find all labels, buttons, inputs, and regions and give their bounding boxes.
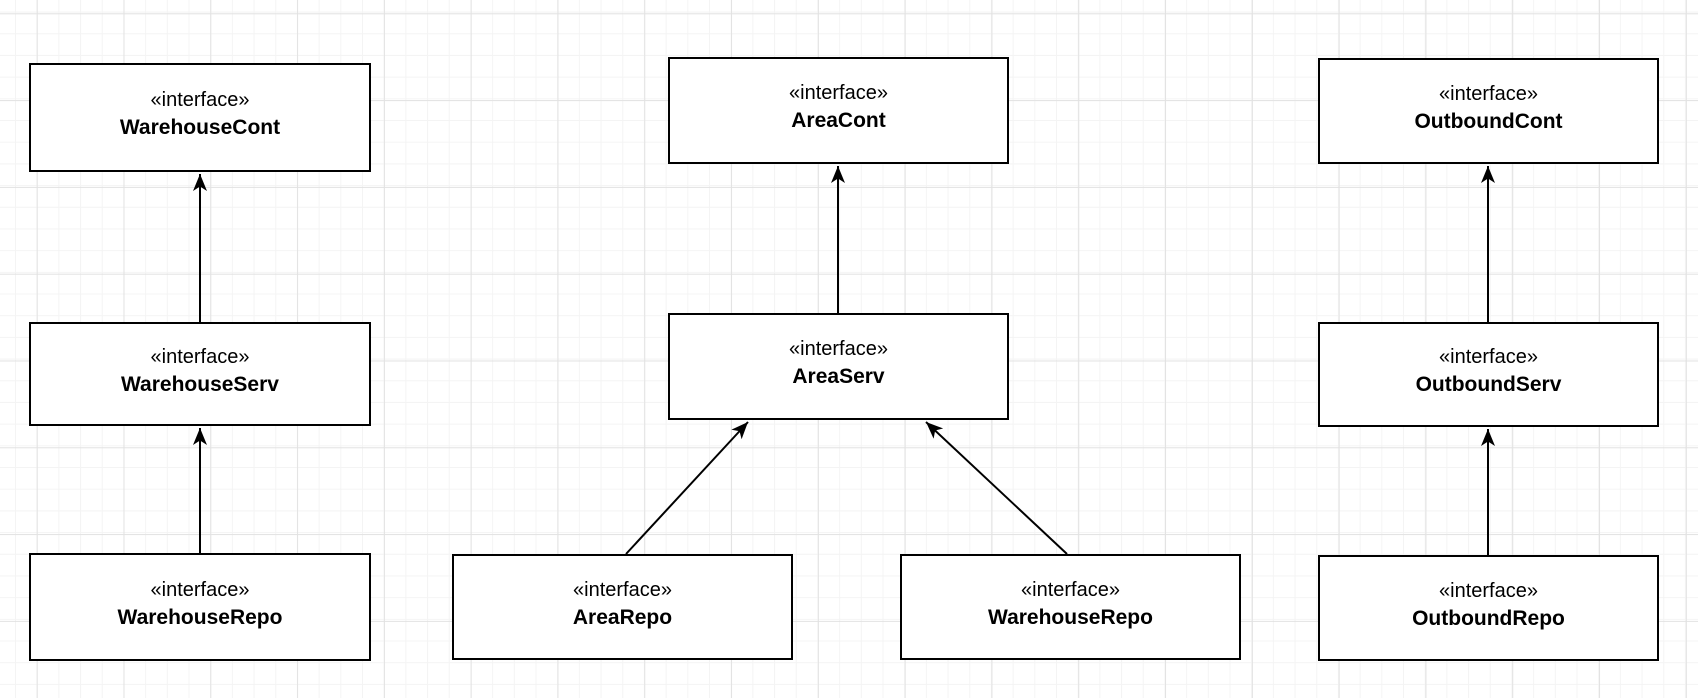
node-name: OutboundServ bbox=[1415, 373, 1562, 396]
node-name: OutboundRepo bbox=[1412, 606, 1565, 630]
node-area-repo[interactable]: «interface» AreaRepo bbox=[452, 554, 793, 660]
node-outbound-serv[interactable]: «interface» OutboundServ bbox=[1318, 322, 1659, 427]
node-name: AreaServ bbox=[792, 365, 885, 388]
node-stereotype: «interface» bbox=[1439, 346, 1538, 368]
node-outbound-repo[interactable]: «interface» OutboundRepo bbox=[1318, 555, 1659, 661]
node-name: AreaRepo bbox=[572, 605, 673, 629]
edge-warehouse-repo-2-to-area-serv[interactable] bbox=[925, 421, 1068, 555]
node-name: AreaCont bbox=[791, 109, 886, 132]
node-stereotype: «interface» bbox=[789, 338, 888, 360]
node-warehouse-repo-2[interactable]: «interface» WarehouseRepo bbox=[900, 554, 1241, 660]
node-stereotype: «interface» bbox=[1021, 578, 1120, 601]
node-outbound-cont[interactable]: «interface» OutboundCont bbox=[1318, 58, 1659, 164]
node-stereotype: «interface» bbox=[573, 578, 672, 601]
node-warehouse-serv[interactable]: «interface» WarehouseServ bbox=[29, 322, 371, 426]
node-name: WarehouseServ bbox=[121, 372, 279, 396]
node-name: OutboundCont bbox=[1414, 109, 1563, 133]
node-name: WarehouseCont bbox=[119, 116, 281, 139]
node-warehouse-cont[interactable]: «interface» WarehouseCont bbox=[29, 63, 371, 172]
edge-area-repo-to-area-serv[interactable] bbox=[625, 421, 749, 555]
node-stereotype: «interface» bbox=[1439, 579, 1538, 602]
node-stereotype: «interface» bbox=[150, 578, 250, 601]
node-stereotype: «interface» bbox=[150, 345, 250, 368]
node-name: WarehouseRepo bbox=[988, 605, 1153, 629]
node-stereotype: «interface» bbox=[150, 89, 250, 111]
node-warehouse-repo[interactable]: «interface» WarehouseRepo bbox=[29, 553, 371, 661]
node-area-cont[interactable]: «interface» AreaCont bbox=[668, 57, 1009, 164]
node-stereotype: «interface» bbox=[789, 82, 888, 104]
node-name: WarehouseRepo bbox=[117, 605, 283, 629]
node-area-serv[interactable]: «interface» AreaServ bbox=[668, 313, 1009, 420]
node-stereotype: «interface» bbox=[1439, 82, 1538, 105]
